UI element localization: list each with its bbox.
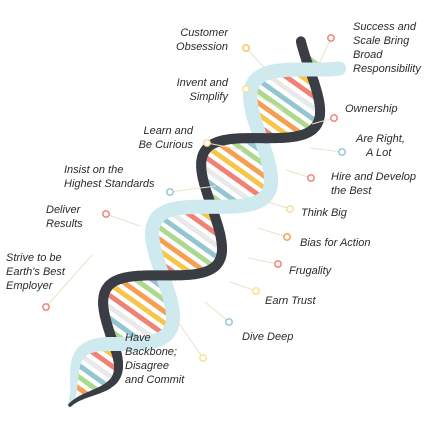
- leader-line-insist-on-highest-standards: [169, 185, 217, 193]
- marker-dot-are-right-a-lot: [338, 148, 346, 156]
- base-pair-rung: [102, 289, 169, 338]
- base-pair-rung: [107, 281, 174, 331]
- marker-dot-ownership: [330, 114, 338, 122]
- label-ownership: Ownership: [345, 103, 398, 115]
- leader-line-deliver-results: [105, 213, 141, 227]
- base-pair-rung: [263, 71, 323, 115]
- base-pair-rung: [214, 139, 274, 184]
- marker-dot-earn-trust: [252, 287, 260, 295]
- label-dive-deep: Dive Deep: [242, 331, 294, 343]
- base-pair-rung: [198, 163, 257, 206]
- base-pair-rung: [165, 208, 225, 252]
- leader-line-success-and-scale: [317, 37, 332, 67]
- leader-line-customer-obsession: [245, 47, 286, 91]
- label-deliver-results: Deliver Results: [46, 204, 83, 230]
- marker-dot-have-backbone: [199, 354, 207, 362]
- label-think-big: Think Big: [301, 207, 347, 219]
- marker-dot-invent-and-simplify: [242, 85, 250, 93]
- leader-line-invent-and-simplify: [245, 88, 284, 111]
- label-bias-for-action: Bias for Action: [300, 237, 371, 249]
- label-invent-and-simplify: Invent and Simplify: [176, 77, 228, 103]
- base-pair-rung: [205, 144, 272, 194]
- label-learn-and-be-curious: Learn and Be Curious: [138, 125, 193, 151]
- marker-dot-bias-for-action: [283, 233, 291, 241]
- base-pair-rung: [200, 152, 266, 201]
- base-pair-rung: [254, 76, 321, 125]
- leader-line-learn-and-be-curious: [206, 142, 244, 151]
- dark-strand-segment: [68, 401, 74, 407]
- marker-dot-insist-on-highest-standards: [166, 188, 174, 196]
- base-pair-rung: [71, 371, 101, 394]
- base-pair-rung: [149, 231, 208, 275]
- label-leader-lines: [42, 34, 346, 362]
- label-are-right-a-lot: Are Right, A Lot: [356, 133, 405, 159]
- label-earn-trust: Earn Trust: [265, 295, 316, 307]
- label-insist-on-highest-standards: Insist on the Highest Standards: [64, 164, 155, 190]
- label-have-backbone: Have Backbone; Disagree and Commit: [125, 332, 185, 386]
- leader-line-earths-best-employer: [45, 254, 93, 308]
- leader-line-dive-deep: [204, 301, 230, 323]
- label-hire-and-develop: Hire and Develop the Best: [331, 171, 416, 197]
- marker-dot-earths-best-employer: [42, 303, 50, 311]
- marker-dot-dive-deep: [225, 318, 233, 326]
- base-pair-rung: [247, 94, 306, 138]
- helix-strands: [67, 36, 347, 408]
- marker-dot-think-big: [286, 205, 294, 213]
- marker-dot-frugality: [274, 260, 282, 268]
- marker-dot-customer-obsession: [242, 44, 250, 52]
- leader-line-bias-for-action: [257, 227, 288, 238]
- marker-dot-deliver-results: [102, 210, 110, 218]
- base-pair-rung: [156, 213, 223, 262]
- label-earths-best-employer: Strive to be Earth's Best Employer: [6, 252, 65, 292]
- label-customer-obsession: Customer Obsession: [176, 27, 228, 53]
- base-pair-rung: [116, 276, 176, 321]
- leader-line-hire-and-develop: [285, 169, 312, 179]
- leader-line-earn-trust: [229, 281, 257, 292]
- base-pair-rung: [73, 360, 111, 389]
- leader-line-have-backbone: [174, 317, 204, 359]
- base-pair-rung: [100, 299, 159, 343]
- marker-dot-hire-and-develop: [307, 174, 315, 182]
- label-success-and-scale: Success and Scale Bring Broad Responsibi…: [353, 21, 421, 75]
- base-pair-rung: [151, 221, 217, 270]
- label-frugality: Frugality: [289, 265, 332, 277]
- base-pair-rung: [77, 352, 118, 382]
- dark-strand-segment: [295, 36, 307, 50]
- leader-line-are-right-a-lot: [309, 147, 343, 153]
- base-pair-rung: [249, 84, 315, 133]
- marker-dot-success-and-scale: [327, 34, 335, 42]
- marker-dot-learn-and-be-curious: [203, 139, 211, 147]
- leader-line-think-big: [261, 199, 291, 210]
- leader-line-frugality: [247, 257, 279, 265]
